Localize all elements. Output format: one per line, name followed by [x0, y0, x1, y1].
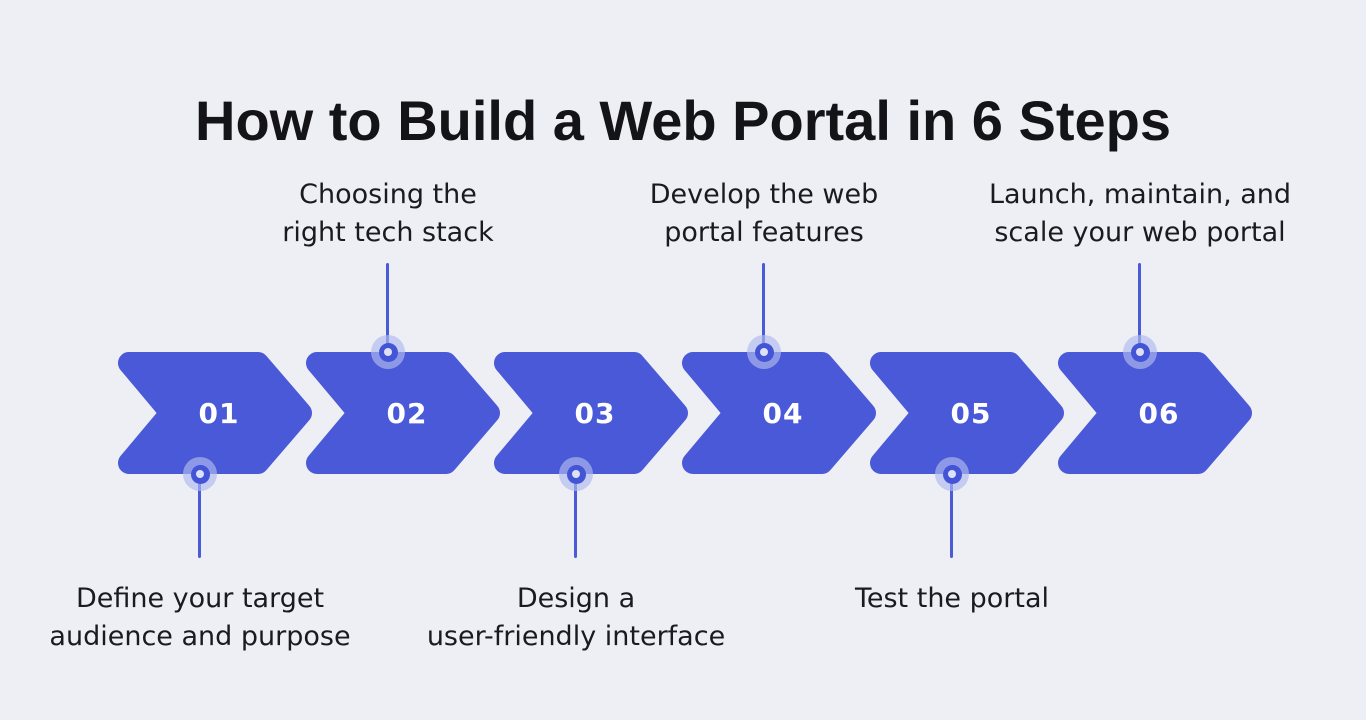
step-5: 05 Test the portal	[855, 0, 1064, 720]
step-1-connector-line	[198, 474, 201, 558]
step-3-label-line-1: Design a	[516, 583, 636, 614]
step-4-label-line-2: portal features	[664, 217, 864, 248]
step-6-arrow-shape	[1058, 352, 1252, 474]
dot-core	[196, 470, 204, 478]
step-4-label-line-1: Develop the web	[649, 179, 879, 210]
step-3-label: Design a user-friendly interface	[427, 580, 725, 656]
step-1-label-line-2: audience and purpose	[49, 621, 351, 652]
step-4-arrow-shape	[682, 352, 876, 474]
step-1-connector-dot	[183, 457, 217, 491]
step-3-label-line-2: user-friendly interface	[426, 621, 726, 652]
step-1: 01 Define your target audience and purpo…	[49, 0, 351, 720]
step-6-label: Launch, maintain, and scale your web por…	[989, 176, 1291, 252]
dot-core	[384, 348, 392, 356]
step-1-label-line-1: Define your target	[75, 583, 325, 614]
step-4: 04 Develop the web portal features	[650, 0, 878, 720]
step-5-connector-dot	[935, 457, 969, 491]
step-1-label: Define your target audience and purpose	[49, 580, 350, 656]
step-4-number: 04	[762, 396, 804, 430]
step-5-number: 05	[950, 396, 992, 430]
step-2-number: 02	[386, 396, 428, 430]
step-2: 02 Choosing the right tech stack	[282, 0, 500, 720]
step-2-connector-line	[386, 263, 389, 352]
step-5-label-line-1: Test the portal	[854, 583, 1050, 614]
step-4-connector-dot	[747, 335, 781, 369]
step-5-arrow-shape	[870, 352, 1064, 474]
dot-core	[572, 470, 580, 478]
dot-ring	[754, 342, 774, 362]
dot-ring	[378, 342, 398, 362]
step-2-label: Choosing the right tech stack	[282, 176, 493, 252]
step-2-arrow-shape	[306, 352, 500, 474]
dot-core	[760, 348, 768, 356]
step-5-connector-line	[950, 474, 953, 558]
step-2-label-line-1: Choosing the	[299, 179, 477, 210]
step-6-connector-dot	[1123, 335, 1157, 369]
step-3-arrow-shape	[494, 352, 688, 474]
step-6-label-line-1: Launch, maintain, and	[988, 179, 1292, 210]
step-4-label: Develop the web portal features	[650, 176, 878, 252]
step-3: 03 Design a user-friendly interface	[427, 0, 725, 720]
step-3-number: 03	[574, 396, 616, 430]
dot-ring	[190, 464, 210, 484]
step-4-connector-line	[762, 263, 765, 352]
dot-ring	[566, 464, 586, 484]
step-6: 06 Launch, maintain, and scale your web …	[989, 0, 1291, 720]
step-6-label-line-2: scale your web portal	[994, 217, 1286, 248]
step-3-connector-dot	[559, 457, 593, 491]
step-2-connector-dot	[371, 335, 405, 369]
dot-ring	[942, 464, 962, 484]
step-1-number: 01	[198, 396, 240, 430]
dot-core	[1136, 348, 1144, 356]
dot-ring	[1130, 342, 1150, 362]
dot-core	[948, 470, 956, 478]
step-2-label-line-2: right tech stack	[282, 217, 494, 248]
step-6-connector-line	[1138, 263, 1141, 352]
step-6-number: 06	[1138, 396, 1180, 430]
page-title: How to Build a Web Portal in 6 Steps	[195, 88, 1171, 152]
step-1-arrow-shape	[118, 352, 312, 474]
step-5-label: Test the portal	[855, 580, 1049, 618]
step-3-connector-line	[574, 474, 577, 558]
